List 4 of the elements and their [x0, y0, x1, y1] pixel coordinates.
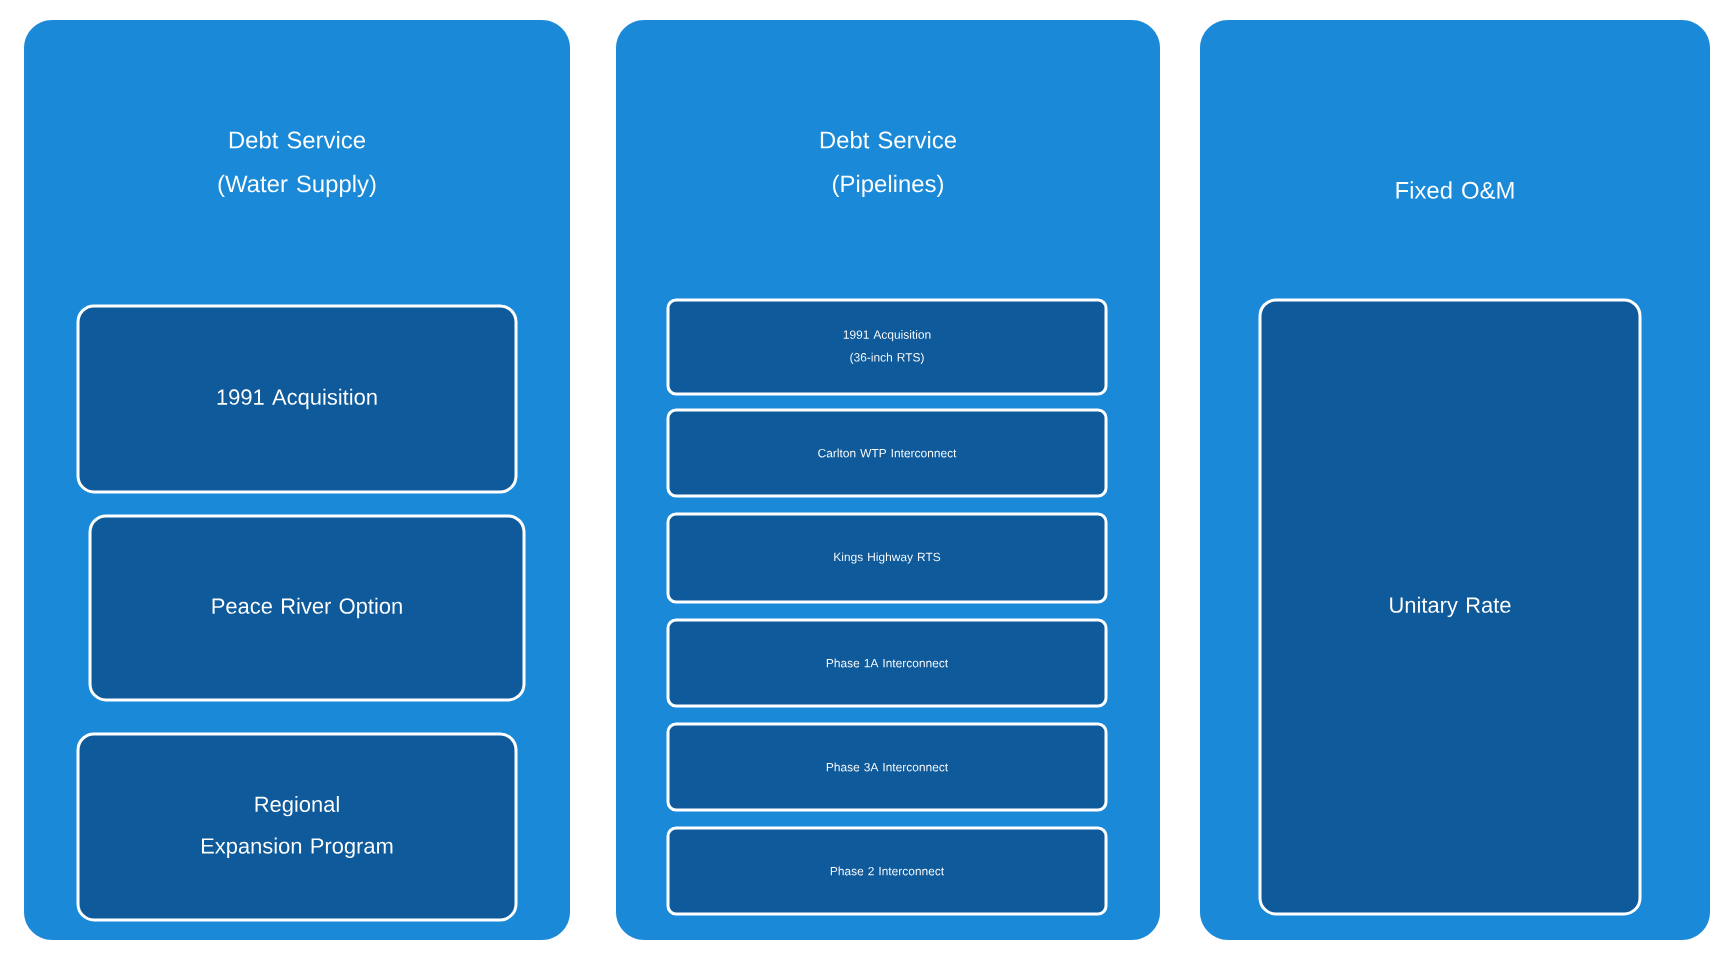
item-box: Regional Expansion Program: [76, 732, 518, 922]
item-box: 1991 Acquisition: [76, 304, 518, 494]
item-box: Peace River Option: [88, 514, 526, 702]
item-box: Unitary Rate: [1258, 298, 1642, 916]
